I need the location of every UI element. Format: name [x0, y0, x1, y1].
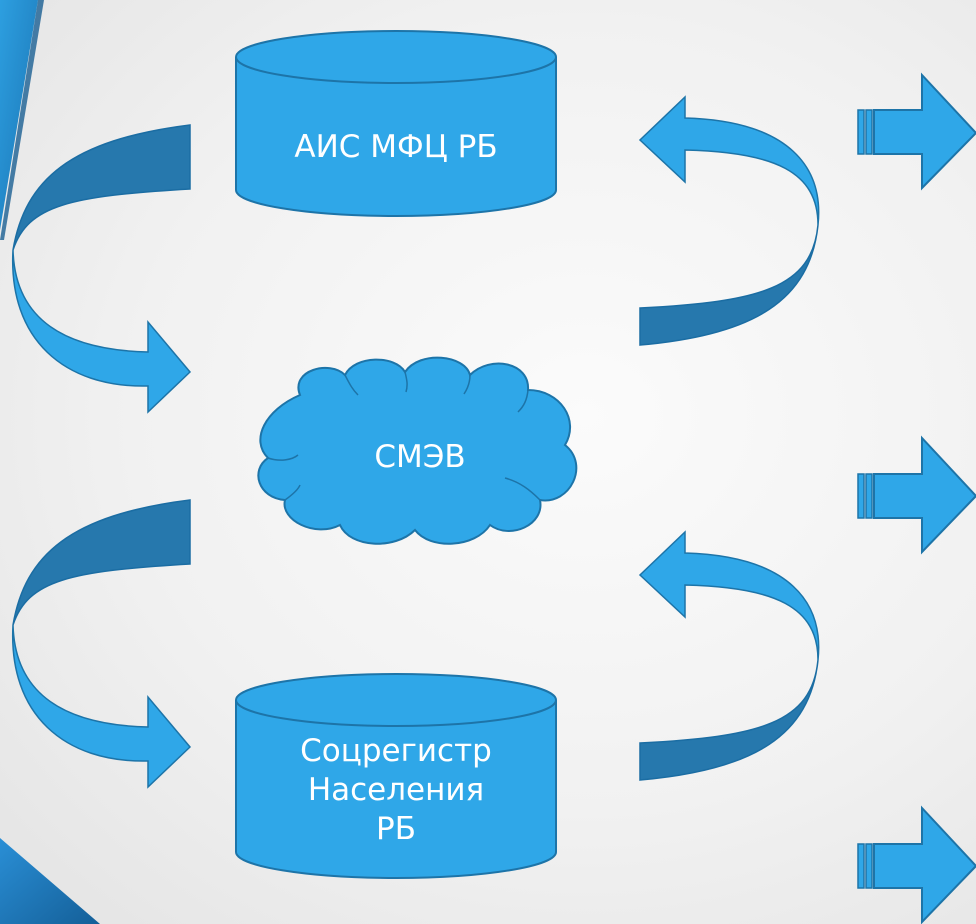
socregistr-label: Соцрегистр Населения РБ — [236, 732, 556, 848]
curved-arrow-left-top — [12, 124, 192, 414]
top-left-accent-shadow — [0, 0, 44, 240]
right-arrow-icon-bottom — [857, 805, 976, 924]
curved-arrow-left-bottom — [12, 499, 192, 789]
curved-arrow-right-bottom — [638, 530, 820, 781]
smev-label: СМЭВ — [374, 439, 466, 475]
curved-arrow-right-top — [638, 95, 820, 346]
socregistr-label-line-3: РБ — [376, 810, 416, 847]
socregistr-label-line-1: Соцрегистр — [300, 733, 492, 769]
ais-mfc-label: АИС МФЦ РБ — [294, 129, 498, 165]
right-arrow-icon-top — [857, 72, 976, 191]
right-arrow-icon-middle — [857, 435, 976, 555]
bottom-left-accent — [0, 838, 100, 924]
ais-mfc-database-icon — [235, 30, 557, 217]
smev-cloud-icon — [257, 356, 578, 545]
top-left-accent-band — [0, 0, 38, 230]
socregistr-label-line-2: Населения — [307, 771, 485, 808]
socregistr-database-icon — [235, 673, 557, 879]
